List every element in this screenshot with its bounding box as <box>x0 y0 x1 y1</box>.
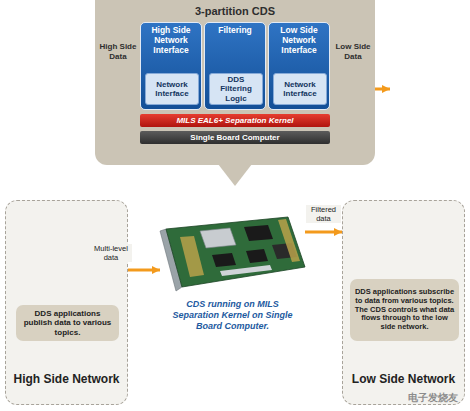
kernel-band: MILS EAL6+ Separation Kernel <box>140 114 330 127</box>
node-text: High Side Network Interface <box>143 26 199 55</box>
callout-pointer <box>218 164 252 186</box>
node-text: Network Interface <box>275 80 325 98</box>
flow-label: Low Side Data <box>334 42 372 61</box>
node-text: DDS Filtering Logic <box>211 75 261 103</box>
flow-arrow <box>128 269 160 272</box>
node-text: DDS applications subscribe to data from … <box>354 288 455 332</box>
network-panel: Low Side Network DDS applications subscri… <box>342 200 465 405</box>
node-text: CDS running on MILS Separation Kernel on… <box>162 299 303 331</box>
filter-box: DDS Filtering Logic <box>209 73 263 105</box>
node-text: High Side Network <box>13 372 119 386</box>
interface-box: Network Interface <box>273 73 327 105</box>
node-text: 3-partition CDS <box>195 5 275 17</box>
node-text: Filtering <box>218 26 252 36</box>
watermark: 电子发烧友 <box>404 391 462 405</box>
computer-band: Single Board Computer <box>140 131 330 144</box>
interface-box: Network Interface <box>145 73 199 105</box>
node-text: Network Interface <box>147 80 197 98</box>
board-picture <box>160 217 305 291</box>
node-text: Low Side Network <box>352 372 455 386</box>
board-node: CDS running on MILS Separation Kernel on… <box>160 215 305 345</box>
node-text: MILS EAL6+ Separation Kernel <box>176 116 293 125</box>
cds-panel: 3-partition CDS High Side Network Interfa… <box>95 0 375 165</box>
partition-box: Low Side Network InterfaceNetwork Interf… <box>268 22 330 110</box>
network-panel: High Side Network DDS applications publis… <box>5 200 128 405</box>
note-bubble: DDS applications publish data to various… <box>16 305 119 341</box>
partition-box: High Side Network InterfaceNetwork Inter… <box>140 22 202 110</box>
node-text: Low Side Network Interface <box>271 26 327 55</box>
edge-label: Multi-level data <box>90 244 132 262</box>
node-text: DDS applications publish data to various… <box>20 309 115 337</box>
partition-box: FilteringDDS Filtering Logic <box>204 22 266 110</box>
edge-label: Filtered data <box>306 205 341 223</box>
node-text: Single Board Computer <box>190 133 279 142</box>
note-bubble: DDS applications subscribe to data from … <box>350 279 459 341</box>
flow-arrow <box>305 231 342 234</box>
flow-label: High Side Data <box>98 42 138 61</box>
